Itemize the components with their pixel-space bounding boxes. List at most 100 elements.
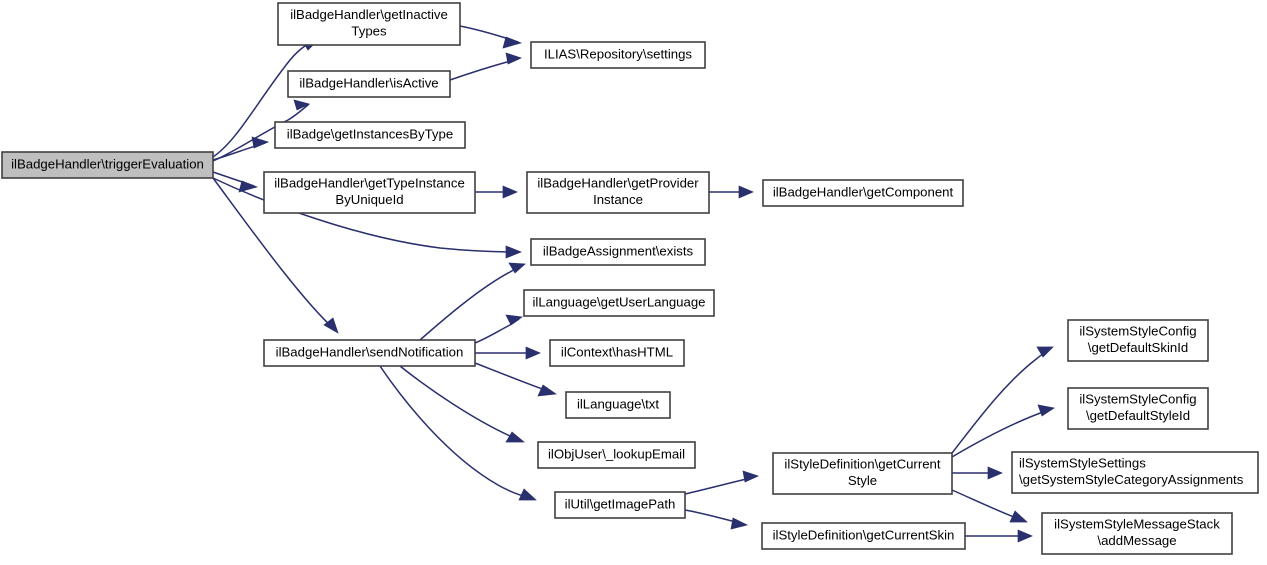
nodes-layer: ilBadgeHandler\triggerEvaluation ilBadgeH… (1, 2, 1259, 555)
arrowhead-icon (505, 52, 522, 65)
call-edge-sendNotification-to-exists (419, 262, 526, 341)
arrowhead-icon (238, 180, 259, 193)
node-label: ilStyleDefinition\getCurrentSkin (773, 527, 955, 542)
node-label: ILIAS\Repository\settings (544, 46, 692, 61)
call-graph-node-lookupEmail[interactable]: ilObjUser\_lookupEmail (537, 441, 696, 469)
call-graph-node-isActive[interactable]: ilBadgeHandler\isActive (287, 70, 451, 98)
call-edge-getCurrentStyle-to-getDefaultSkinId (951, 346, 1054, 454)
arrowhead-icon (1036, 346, 1054, 358)
call-graph-node-triggerEvaluation[interactable]: ilBadgeHandler\triggerEvaluation (1, 151, 214, 179)
node-box[interactable] (565, 391, 671, 419)
node-label: ilBadgeAssignment\exists (543, 243, 694, 258)
arrowhead-icon (738, 185, 754, 199)
node-label: ilContext\hasHTML (561, 344, 673, 359)
edge-line (212, 177, 336, 331)
call-graph-node-getDefaultStyleId[interactable]: ilSystemStyleConfig\getDefaultStyleId (1067, 387, 1209, 430)
arrowhead-icon (525, 346, 541, 360)
call-edge-getImagePath-to-getCurrentSkin (684, 509, 749, 530)
node-box[interactable] (263, 339, 476, 367)
call-graph-node-getUserLanguage[interactable]: ilLanguage\getUserLanguage (523, 289, 715, 317)
call-graph-node-addMessage[interactable]: ilSystemStyleMessageStack\addMessage (1041, 512, 1233, 555)
call-graph-node-settings[interactable]: ILIAS\Repository\settings (530, 41, 706, 69)
node-box[interactable] (549, 339, 685, 367)
call-graph-node-getCurrentSkin[interactable]: ilStyleDefinition\getCurrentSkin (761, 522, 966, 550)
call-graph-node-sendNotification[interactable]: ilBadgeHandler\sendNotification (263, 339, 476, 367)
node-box[interactable] (274, 121, 466, 149)
node-box[interactable] (263, 171, 476, 214)
node-label: \getSystemStyleCategoryAssignments (1019, 472, 1244, 487)
arrowhead-icon (742, 470, 759, 483)
arrowhead-icon (730, 517, 749, 530)
call-graph-node-getImagePath[interactable]: ilUtil\getImagePath (554, 491, 686, 519)
node-box[interactable] (772, 452, 953, 495)
call-edge-getImagePath-to-getCurrentStyle (684, 470, 759, 495)
call-edge-getProviderInstance-to-getComponent (709, 185, 754, 199)
node-box[interactable] (554, 491, 686, 519)
arrowhead-icon (508, 262, 526, 274)
arrowhead-icon (505, 431, 525, 443)
edges-layer (212, 25, 1055, 543)
call-graph-node-exists[interactable]: ilBadgeAssignment\exists (530, 238, 706, 266)
call-edge-sendNotification-to-getImagePath (379, 365, 537, 501)
node-box[interactable] (762, 179, 964, 207)
node-box[interactable] (530, 41, 706, 69)
arrowhead-icon (518, 488, 537, 501)
arrowhead-icon (537, 384, 557, 397)
node-box[interactable] (526, 171, 710, 214)
node-label: \addMessage (1097, 533, 1176, 548)
edge-line (951, 348, 1051, 454)
node-label: ilSystemStyleConfig (1079, 392, 1196, 407)
node-box[interactable] (1041, 512, 1233, 555)
node-box[interactable] (523, 289, 715, 317)
arrowhead-icon (1037, 404, 1055, 417)
call-edge-getCurrentSkin-to-addMessage (965, 529, 1033, 543)
call-edge-sendNotification-to-hasHTML (475, 346, 541, 360)
call-graph-node-hasHTML[interactable]: ilContext\hasHTML (549, 339, 685, 367)
arrowhead-icon (502, 185, 518, 199)
arrowhead-icon (502, 36, 523, 49)
node-label: ilBadgeHandler\sendNotification (276, 344, 464, 359)
node-label: Style (848, 473, 877, 488)
node-label: ilLanguage\getUserLanguage (532, 294, 705, 309)
edge-line (379, 365, 534, 500)
node-label: ilSystemStyleConfig (1079, 324, 1196, 339)
call-graph-node-getSystemStyleCategoryAssignments[interactable]: ilSystemStyleSettings\getSystemStyleCate… (1011, 451, 1259, 494)
call-graph-node-txt[interactable]: ilLanguage\txt (565, 391, 671, 419)
call-edge-sendNotification-to-getUserLanguage (474, 314, 523, 344)
call-edge-getInactiveTypes-to-settings (459, 25, 523, 49)
node-box[interactable] (1011, 451, 1259, 494)
call-edge-triggerEvaluation-to-getTypeInstanceByUniqueId (212, 171, 259, 193)
node-box[interactable] (1067, 387, 1209, 430)
node-label: ilBadgeHandler\getTypeInstance (274, 176, 465, 191)
node-box[interactable] (761, 522, 966, 550)
call-edge-triggerEvaluation-to-sendNotification (212, 177, 339, 334)
node-box[interactable] (537, 441, 696, 469)
call-graph-node-getDefaultSkinId[interactable]: ilSystemStyleConfig\getDefaultSkinId (1067, 319, 1209, 362)
arrowhead-icon (1009, 510, 1028, 523)
arrowhead-icon (323, 317, 339, 334)
call-edge-isActive-to-settings (449, 52, 522, 81)
node-label: \getDefaultSkinId (1088, 340, 1188, 355)
call-edge-triggerEvaluation-to-exists (212, 177, 522, 259)
node-box[interactable] (1, 151, 214, 179)
call-graph-node-getComponent[interactable]: ilBadgeHandler\getComponent (762, 179, 964, 207)
node-label: ilStyleDefinition\getCurrent (784, 457, 940, 472)
node-label: Instance (593, 192, 643, 207)
node-box[interactable] (287, 70, 451, 98)
node-box[interactable] (530, 238, 706, 266)
call-graph-node-getInstancesByType[interactable]: ilBadge\getInstancesByType (274, 121, 466, 149)
node-label: ilBadgeHandler\triggerEvaluation (11, 156, 204, 171)
node-label: Types (351, 24, 387, 39)
node-box[interactable] (1067, 319, 1209, 362)
call-edge-getCurrentStyle-to-getDefaultStyleId (951, 404, 1055, 458)
node-label: ilSystemStyleMessageStack (1054, 517, 1220, 532)
arrowhead-icon (251, 136, 270, 149)
node-box[interactable] (277, 2, 461, 46)
arrowhead-icon (987, 466, 1003, 480)
